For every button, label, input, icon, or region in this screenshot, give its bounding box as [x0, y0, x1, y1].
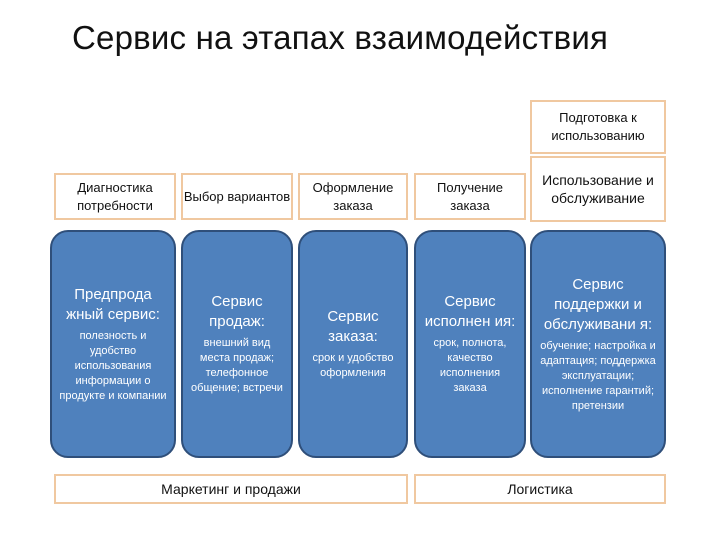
- service-head: Предпрода жный сервис:: [66, 285, 160, 323]
- stage-label: Диагностика потребности: [77, 179, 153, 213]
- stage-label: Получение заказа: [436, 179, 504, 213]
- service-order: Сервис заказа: срок и удобство оформлени…: [298, 230, 408, 458]
- service-head: Сервис исполнен ия:: [424, 293, 516, 330]
- stage-receiving: Получение заказа: [414, 173, 526, 220]
- stage-label: Выбор вариантов: [183, 188, 291, 204]
- marketing-bar: Маркетинг и продажи: [54, 474, 408, 504]
- service-body: срок, полнота, качество исполнения заказ…: [433, 337, 507, 394]
- service-body: внешний вид места продаж; телефонное общ…: [191, 337, 283, 394]
- service-presale: Предпрода жный сервис: полезность и удоб…: [50, 230, 176, 458]
- service-body: полезность и удобство использования инфо…: [59, 329, 167, 402]
- logistics-label: Логистика: [507, 481, 573, 497]
- marketing-label: Маркетинг и продажи: [161, 481, 301, 497]
- stage-label: Оформление заказа: [312, 179, 394, 213]
- service-body: обучение; настройка и адаптация; поддерж…: [540, 339, 656, 412]
- service-head: Сервис продаж:: [209, 293, 265, 330]
- stage-usage: Использование и обслуживание: [530, 156, 666, 222]
- service-head: Сервис заказа:: [327, 308, 379, 345]
- stage-diagnostics: Диагностика потребности: [54, 173, 176, 220]
- service-sales: Сервис продаж: внешний вид места продаж;…: [181, 230, 293, 458]
- stage-label: Использование и обслуживание: [542, 172, 654, 206]
- stage-preparation: Подготовка к использованию: [530, 100, 666, 154]
- service-head: Сервис поддержки и обслуживани я:: [543, 275, 653, 333]
- service-support: Сервис поддержки и обслуживани я: обучен…: [530, 230, 666, 458]
- stage-preparation-label: Подготовка к использованию: [551, 110, 645, 143]
- logistics-bar: Логистика: [414, 474, 666, 504]
- service-body: срок и удобство оформления: [312, 352, 394, 379]
- slide-title: Сервис на этапах взаимодействия: [72, 19, 609, 56]
- stage-choice: Выбор вариантов: [181, 173, 293, 220]
- service-fulfillment: Сервис исполнен ия: срок, полнота, качес…: [414, 230, 526, 458]
- stage-ordering: Оформление заказа: [298, 173, 408, 220]
